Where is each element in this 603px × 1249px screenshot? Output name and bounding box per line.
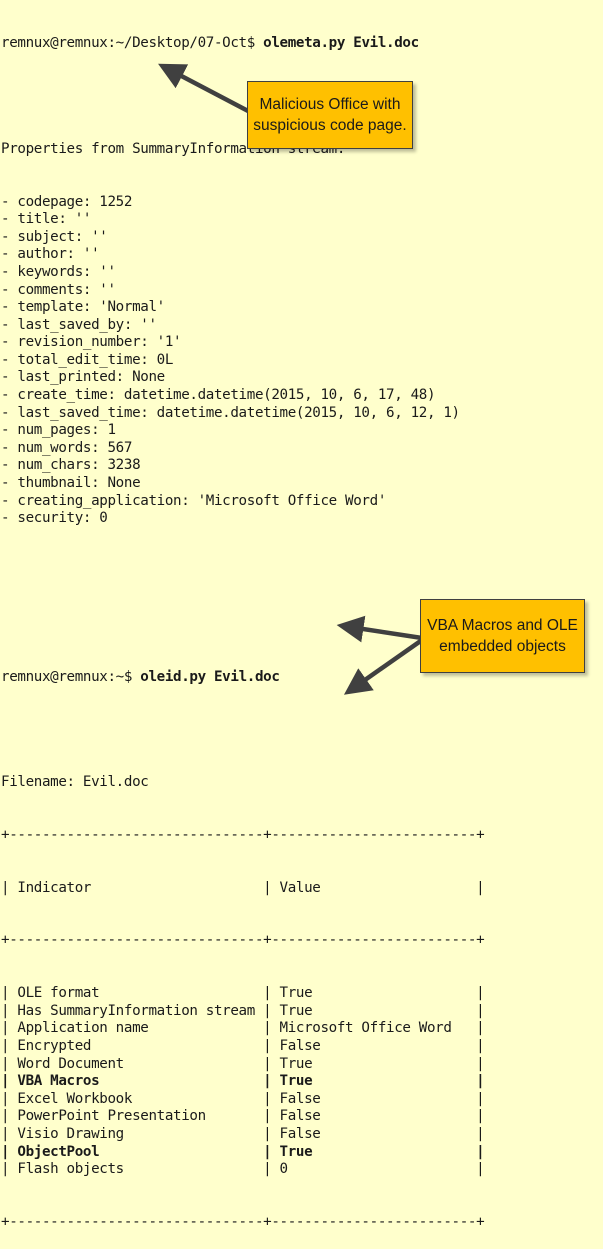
table-row: | Application name | Microsoft Office Wo… [1,1020,485,1037]
blank-line [1,616,484,634]
codepage-callout: Malicious Office with suspicious code pa… [247,81,413,149]
blank-line [1,721,484,739]
callout-text-line: suspicious code page. [253,117,407,134]
terminal-output: remnux@remnux:~/Desktop/07-Oct$ olemeta.… [1,0,485,1249]
property-line: - creating_application: 'Microsoft Offic… [1,492,387,509]
property-line: - num_words: 567 [1,439,133,456]
table-row: | ObjectPool | True | [1,1143,485,1160]
table-border-mid: +-------------------------------+-------… [1,932,485,949]
callout-text-line: embedded objects [439,638,566,655]
property-line: - num_pages: 1 [1,422,116,439]
shell-prompt: remnux@remnux:~/Desktop/07-Oct$ [1,35,264,52]
table-row: | PowerPoint Presentation | False | [1,1108,485,1125]
property-line: - title: '' [1,211,92,228]
table-border-top: +-------------------------------+-------… [1,826,485,843]
property-line: - last_saved_by: '' [1,316,157,333]
table-row: | Excel Workbook | False | [1,1090,485,1107]
property-line: - total_edit_time: 0L [1,351,174,368]
table-row: | Word Document | True | [1,1055,485,1072]
filename-line: Filename: Evil.doc [1,774,149,791]
callout-text-line: VBA Macros and OLE [427,617,578,634]
property-line: - last_printed: None [1,369,165,386]
property-line: - num_chars: 3238 [1,457,141,474]
property-line: - keywords: '' [1,263,116,280]
property-line: - revision_number: '1' [1,334,182,351]
blank-line [1,563,484,581]
property-line: - codepage: 1252 [1,193,133,210]
table-row: | Encrypted | False | [1,1038,485,1055]
table-row: | OLE format | True | [1,985,485,1002]
property-line: - create_time: datetime.datetime(2015, 1… [1,387,436,404]
shell-prompt: remnux@remnux:~$ [1,668,141,685]
olemeta-command-line: remnux@remnux:~/Desktop/07-Oct$ olemeta.… [1,35,484,53]
table-row: | Visio Drawing | False | [1,1126,485,1142]
indicator-table-body: | OLE format | True || Has SummaryInform… [1,985,485,1179]
property-line: - thumbnail: None [1,475,141,492]
table-header-row: | Indicator | Value | [1,879,485,896]
table-border-bottom: +-------------------------------+-------… [1,1213,485,1230]
property-line: - template: 'Normal' [1,299,165,316]
property-list: - codepage: 1252- title: ''- subject: ''… [1,194,484,528]
property-line: - last_saved_time: datetime.datetime(201… [1,404,460,421]
command-text: olemeta.py Evil.doc [263,35,419,52]
property-line: - subject: '' [1,228,108,245]
callout-text-line: Malicious Office with [259,96,401,113]
table-row: | Flash objects | 0 | [1,1161,485,1178]
property-line: - author: '' [1,246,100,263]
macros-callout: VBA Macros and OLE embedded objects [420,599,585,673]
command-text: oleid.py Evil.doc [140,668,280,685]
property-line: - comments: '' [1,281,116,298]
oleid-command-line: remnux@remnux:~$ oleid.py Evil.doc [1,669,484,687]
property-line: - security: 0 [1,510,108,527]
table-row: | VBA Macros | True | [1,1073,485,1090]
table-row: | Has SummaryInformation stream | True | [1,1002,485,1019]
